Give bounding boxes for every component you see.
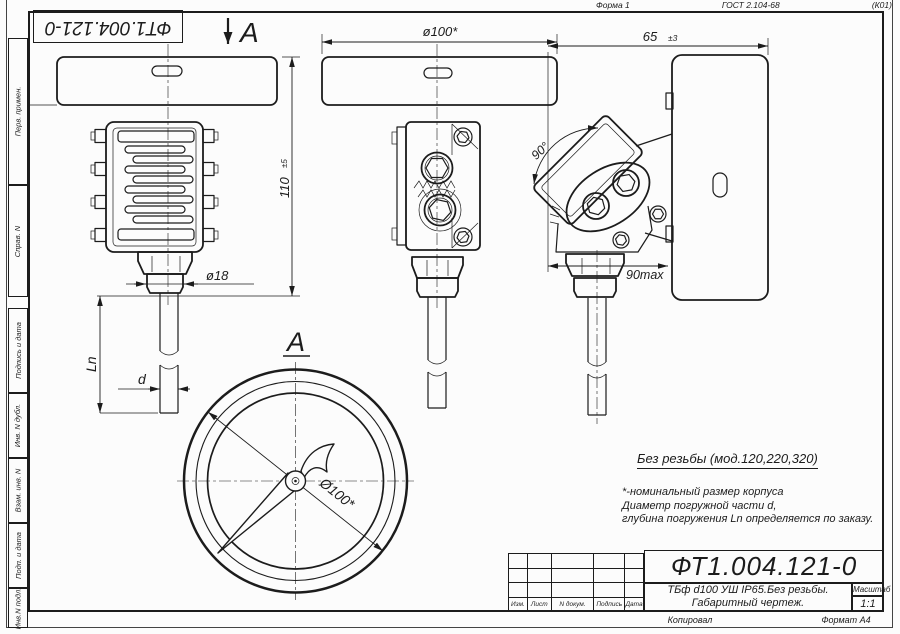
- margin-cell-sprav-n: Справ. N: [8, 185, 28, 297]
- hex-fitting: [137, 251, 193, 275]
- scale-value: 1:1: [852, 596, 884, 611]
- star-note: *-номинальный размер корпуса Диаметр пог…: [622, 486, 892, 527]
- variant-note: Без резьбы (мод.120,220,320): [637, 451, 818, 469]
- hex-fitting: [411, 256, 464, 279]
- case-slot: [423, 67, 453, 79]
- margin-cell-inv-podl: Инв.N подл.: [8, 587, 28, 629]
- title-block-name: ТБф d100 УШ IP65.Без резьбы. Габаритный …: [644, 583, 852, 611]
- margin-cell-inv-dubl: Инв. N дубл.: [8, 393, 28, 458]
- dim-dial-diameter-label: Ø100*: [316, 474, 358, 512]
- bracket-bolt: [453, 127, 473, 147]
- margin-cell-podp-data: Подп. и дата: [8, 523, 28, 588]
- hinge-oval: [565, 161, 651, 233]
- side-bolts: [90, 128, 219, 243]
- grid-header-row: Изм. Лист N докум. Подпись Дата: [509, 597, 644, 612]
- case-side: [671, 54, 769, 301]
- dim-case-diameter-label: ø100*: [423, 24, 459, 39]
- col-podpis: Подпись: [594, 597, 626, 612]
- dim-fitting-label: ø18: [206, 268, 229, 283]
- form-header: Форма 1 ГОСТ 2.104-68 (К01): [596, 0, 892, 10]
- dim-depth-value: 65: [643, 29, 658, 44]
- probe-tube: [159, 293, 179, 414]
- bracket-bolt: [453, 227, 473, 247]
- probe-tube: [427, 297, 447, 409]
- dim-height: 110 ±5: [130, 56, 300, 297]
- dim-d-label: d: [138, 371, 147, 387]
- bracket-bolt: [612, 231, 630, 249]
- view-dial: A Ø100*: [177, 327, 414, 600]
- dim-height-value: 110: [277, 177, 292, 198]
- margin-cell-podpis-data: Подпись и дата: [8, 308, 28, 393]
- dim-angle-label: 90°: [529, 140, 552, 163]
- dial-view-label: A: [285, 327, 305, 357]
- view-side: [533, 54, 769, 424]
- title-block-doc-number: ФТ1.004.121-0: [644, 550, 884, 583]
- hinge-serration: [413, 180, 456, 189]
- product-name-line2: Габаритный чертеж.: [691, 597, 805, 609]
- case-slot: [151, 65, 183, 77]
- dim-swing-label: 90max: [626, 268, 664, 282]
- copied-label: Копировал: [667, 615, 713, 625]
- case-slot: [712, 172, 728, 198]
- dim-height-tol: ±5: [280, 159, 289, 168]
- section-arrow: A: [223, 17, 259, 48]
- dim-depth: 65 ±3: [547, 29, 769, 272]
- dim-case-diameter: ø100*: [321, 24, 558, 54]
- dim-immersion-length: Ln: [83, 295, 158, 414]
- title-block-grid: Изм. Лист N докум. Подпись Дата: [508, 553, 644, 612]
- grid-row: [509, 583, 644, 598]
- col-ndokum: N докум.: [551, 597, 595, 612]
- hinge-nut-upper: [420, 151, 454, 185]
- code-label: (К01): [871, 0, 892, 10]
- probe-tube: [587, 298, 607, 416]
- margin-cell-perv-primen: Перв. примен.: [8, 38, 28, 185]
- margin-cell-vzam-inv: Взам. инв. N: [8, 458, 28, 523]
- hex-fitting: [565, 253, 625, 277]
- dial-rim: [182, 368, 409, 594]
- bimetal-coil: [124, 145, 194, 224]
- hinge-nut: [612, 169, 640, 197]
- hinge-nut-lower: [423, 193, 457, 227]
- dim-fitting-diameter: ø18: [126, 268, 254, 287]
- star-note-line: *-номинальный размер корпуса: [622, 486, 784, 498]
- gost-label: ГОСТ 2.104-68: [721, 0, 780, 10]
- grid-row: [509, 554, 644, 569]
- view-front: [321, 44, 558, 409]
- grid-row: [509, 568, 644, 583]
- star-note-line: глубина погружения Ln определяется по за…: [622, 513, 874, 525]
- section-arrow-label: A: [238, 17, 259, 48]
- col-data: Дата: [625, 597, 644, 612]
- scale-label: Масштаб: [852, 583, 891, 596]
- paper-edge: [6, 0, 893, 628]
- top-left-doc-number-stamp: ФТ1.004.121-0: [33, 10, 183, 43]
- col-izm: Изм.: [509, 597, 528, 612]
- hinge-nut: [582, 192, 610, 220]
- product-name-line1: ТБф d100 УШ IP65.Без резьбы.: [667, 584, 829, 596]
- bracket-bolt: [649, 205, 667, 223]
- dim-depth-tol: ±3: [668, 33, 678, 43]
- dim-swing: 90max: [548, 263, 668, 282]
- view-rear: [56, 44, 278, 414]
- format-label: Формат А4: [821, 615, 871, 625]
- form-label: Форма 1: [596, 0, 630, 10]
- col-list: Лист: [527, 597, 552, 612]
- star-note-line: Диаметр погружной части d,: [622, 499, 777, 512]
- dim-ln-label: Ln: [83, 356, 99, 372]
- drawing-frame: [28, 11, 884, 612]
- dim-probe-diameter: d: [118, 371, 190, 392]
